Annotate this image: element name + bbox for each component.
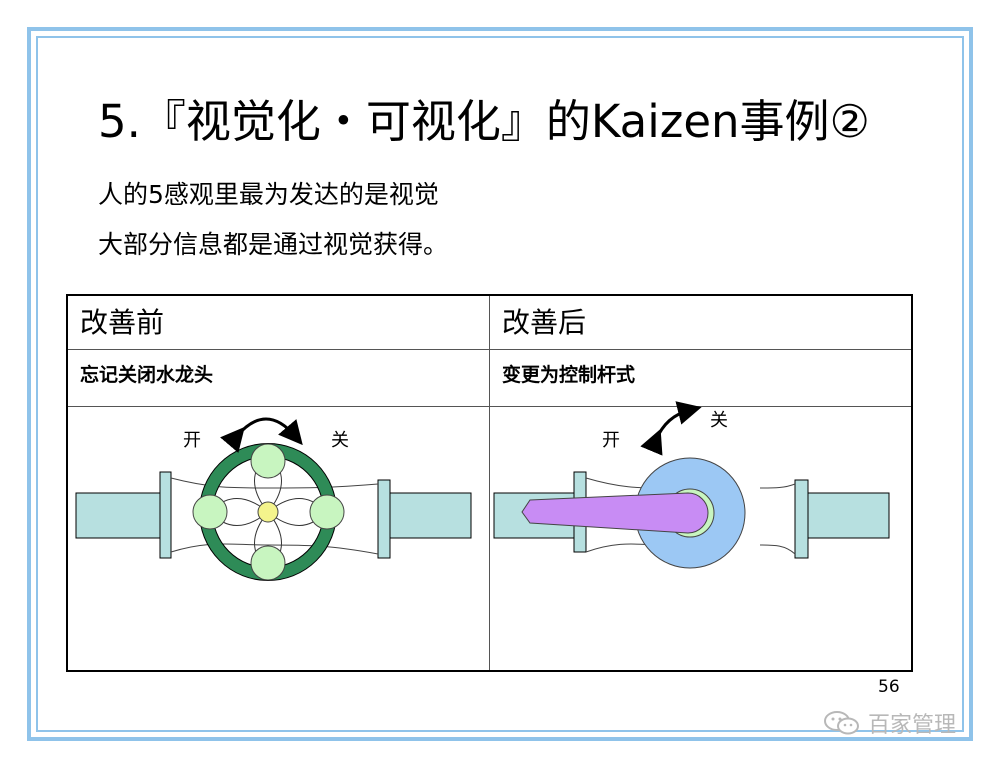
- slide-title: 5.『视觉化・可视化』的Kaizen事例②: [98, 95, 870, 148]
- pipe-right: [389, 492, 472, 539]
- slide-frame-inner: [36, 36, 964, 732]
- pipe-flange-left: [159, 471, 172, 559]
- table-column-divider: [489, 296, 490, 670]
- before-subtitle: 忘记关闭水龙头: [80, 364, 214, 386]
- watermark: 百家管理: [822, 706, 956, 740]
- lever-rotate-arrow: [640, 401, 702, 456]
- lever-pipe-flange-right: [794, 479, 809, 559]
- watermark-text: 百家管理: [868, 713, 957, 738]
- lever-handle: [521, 492, 709, 534]
- pipe-left: [75, 492, 161, 539]
- lever-body-outline: [585, 477, 796, 555]
- comparison-table: [66, 294, 913, 672]
- after-close-label: 关: [710, 410, 728, 431]
- intro-line-1: 人的5感观里最为发达的是视觉: [98, 180, 439, 209]
- wheel-knob-right: [309, 494, 345, 530]
- lever-valve-diagram: 开 关: [493, 401, 890, 569]
- intro-line-2: 大部分信息都是通过视觉获得。: [98, 230, 449, 259]
- valve-body-outline: [170, 477, 379, 555]
- after-subtitle: 变更为控制杆式: [502, 364, 636, 386]
- slide-frame-outer: [27, 27, 973, 741]
- before-header: 改善前: [80, 306, 165, 339]
- wheel-valve-diagram: 开 关: [75, 417, 472, 581]
- wechat-icon: [824, 711, 859, 735]
- after-header: 改善后: [502, 306, 587, 339]
- before-open-label: 开: [183, 430, 201, 451]
- rotate-arrow: [220, 417, 303, 453]
- table-row-divider-2: [68, 406, 911, 407]
- wheel-knob-bottom: [250, 545, 286, 581]
- wheel-knob-left: [192, 494, 228, 530]
- table-row-divider-1: [68, 349, 911, 350]
- lever-pipe-right: [807, 492, 890, 539]
- wheel-hub: [257, 501, 279, 523]
- after-open-label: 开: [602, 430, 620, 451]
- pipe-flange-right: [377, 479, 391, 559]
- page-number: 56: [878, 677, 900, 697]
- wheel-knob-top: [250, 443, 286, 479]
- before-close-label: 关: [331, 430, 349, 451]
